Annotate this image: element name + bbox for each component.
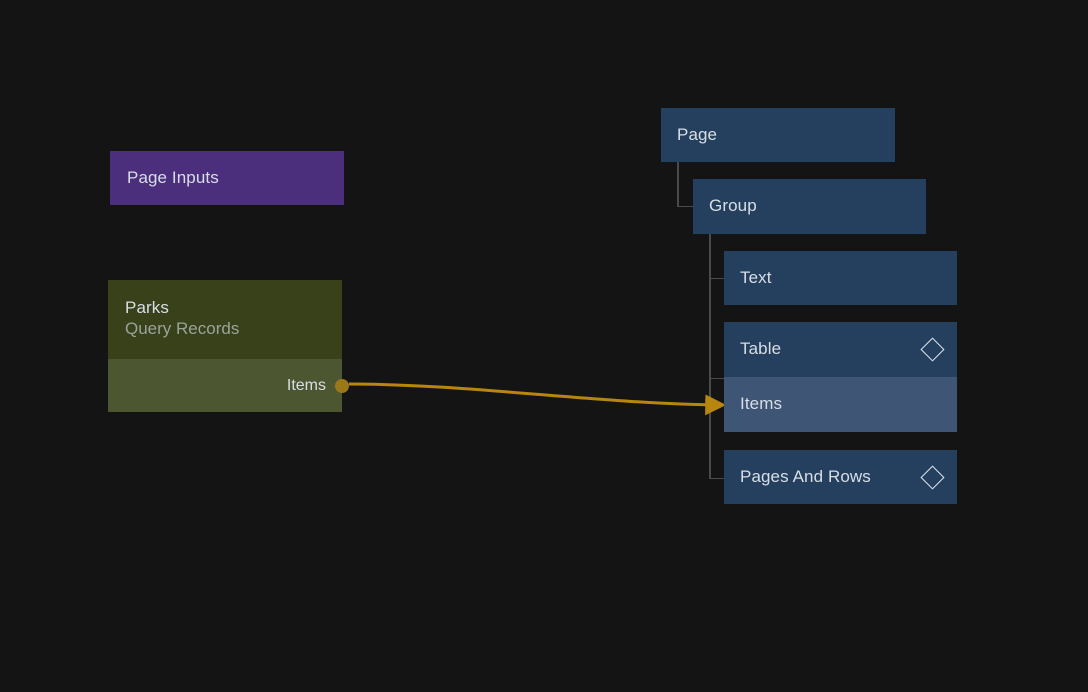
node-pages-and-rows-title: Pages And Rows	[740, 466, 871, 486]
node-table-items-label: Items	[740, 394, 783, 414]
tree-line-stub-pages-and-rows	[709, 477, 725, 479]
node-text-row: Text	[724, 251, 957, 305]
node-table-items-row[interactable]: Items	[724, 377, 957, 432]
node-table-title: Table	[740, 339, 782, 359]
node-group-title: Group	[709, 196, 757, 216]
node-pages-and-rows[interactable]: Pages And Rows	[724, 450, 957, 504]
node-table[interactable]: Table Items	[724, 322, 957, 432]
node-parks-title: Parks	[125, 298, 169, 317]
node-page-title: Page	[677, 124, 718, 144]
node-parks-output-row[interactable]: Items	[108, 359, 349, 412]
node-page-inputs[interactable]: Page Inputs	[110, 151, 344, 205]
node-text-title: Text	[740, 267, 772, 287]
node-pages-and-rows-row: Pages And Rows	[724, 450, 957, 504]
node-page-row: Page	[661, 108, 895, 162]
node-page-inputs-title: Page Inputs	[127, 167, 219, 187]
connection-parks-items-to-table-items[interactable]	[348, 382, 727, 416]
node-parks-subtitle: Query Records	[125, 319, 240, 339]
node-group[interactable]: Group	[693, 179, 926, 234]
node-group-row: Group	[693, 179, 926, 234]
tree-line-group-children-spine	[709, 234, 711, 478]
node-parks-header: Parks Query Records	[108, 280, 342, 356]
tree-line-page-to-group-horizontal	[677, 205, 694, 207]
connector-dot-icon[interactable]	[335, 378, 349, 393]
tree-line-stub-table	[709, 377, 725, 379]
node-text[interactable]: Text	[724, 251, 957, 305]
tree-line-page-to-group-vertical	[677, 162, 679, 207]
node-parks[interactable]: Parks Query Records Items	[108, 280, 349, 412]
diamond-icon[interactable]	[920, 337, 945, 362]
node-page[interactable]: Page	[661, 108, 895, 162]
tree-line-stub-text	[709, 277, 725, 279]
node-parks-output-label: Items	[286, 376, 326, 394]
node-table-header[interactable]: Table	[724, 322, 957, 377]
diamond-icon[interactable]	[920, 464, 945, 490]
